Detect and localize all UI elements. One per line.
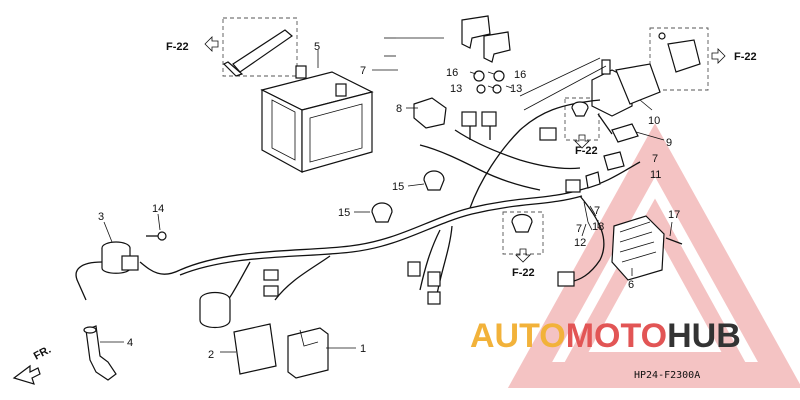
callout-13-right: 13 bbox=[510, 83, 522, 95]
callout-1: 1 bbox=[360, 343, 366, 355]
connector-j bbox=[557, 271, 575, 287]
callout-13-left: 13 bbox=[450, 83, 462, 95]
f22-arrow-right bbox=[711, 48, 726, 64]
nut-16-right bbox=[493, 70, 505, 82]
watermark-auto: AUTO bbox=[470, 317, 566, 355]
relay-bolt bbox=[658, 32, 666, 40]
leader-lines bbox=[100, 37, 673, 353]
watermark-hub: HUB bbox=[667, 317, 741, 355]
connector-b bbox=[481, 111, 497, 127]
spark-plug-cap bbox=[85, 325, 117, 381]
callout-16-left: 16 bbox=[446, 67, 458, 79]
f22-box-right bbox=[649, 27, 709, 91]
callout-3: 3 bbox=[98, 211, 104, 223]
diagram-code: HP24-F2300A bbox=[634, 370, 700, 381]
callout-7-top: 7 bbox=[360, 65, 366, 77]
f22-arrow-left bbox=[204, 36, 219, 52]
starter-relay bbox=[591, 59, 661, 117]
regulator-rectifier bbox=[611, 215, 665, 281]
connector-e bbox=[407, 261, 421, 277]
connector-c bbox=[539, 127, 557, 141]
callout-7-mid: 7 bbox=[594, 205, 600, 217]
battery-holder-bracket bbox=[232, 29, 293, 73]
watermark-text: AUTOMOTOHUB bbox=[470, 317, 741, 355]
clamp-bottom-box bbox=[511, 213, 533, 233]
washer-13-right bbox=[492, 84, 502, 94]
connector-11 bbox=[603, 151, 625, 171]
wire-clamp-8 bbox=[413, 97, 447, 129]
callout-16-right: 16 bbox=[514, 69, 526, 81]
callout-14: 14 bbox=[152, 203, 164, 215]
f22-box-mid bbox=[564, 97, 600, 141]
connector-a bbox=[461, 111, 477, 127]
front-label: FR. bbox=[32, 344, 53, 363]
band-clamp-lower bbox=[371, 202, 393, 223]
battery bbox=[260, 65, 374, 174]
bracket-hook bbox=[222, 61, 244, 77]
cdi-unit bbox=[233, 323, 277, 375]
callout-6: 6 bbox=[628, 279, 634, 291]
band-clamp-upper bbox=[423, 170, 445, 191]
fuse-holder bbox=[611, 123, 639, 143]
connector-g bbox=[427, 291, 441, 305]
callout-17: 17 bbox=[668, 209, 680, 221]
callout-7-low: 7 bbox=[576, 223, 582, 235]
f22-arrow-bottom bbox=[515, 248, 531, 263]
connector-d bbox=[565, 179, 581, 193]
relay-bracket bbox=[667, 39, 701, 73]
cdi-connector-boot bbox=[199, 291, 231, 329]
f22-arrow-mid bbox=[574, 134, 590, 149]
callout-9: 9 bbox=[666, 137, 672, 149]
f22-box-bottom bbox=[502, 211, 544, 255]
connector-h bbox=[263, 269, 279, 281]
callout-8: 8 bbox=[396, 103, 402, 115]
callout-15-upper: 15 bbox=[392, 181, 404, 193]
callout-18: 18 bbox=[592, 221, 604, 233]
washer-13-left bbox=[476, 84, 486, 94]
watermark-moto: MOTO bbox=[566, 317, 667, 355]
ignition-coil bbox=[75, 241, 139, 301]
front-arrow bbox=[12, 364, 41, 385]
connector-f bbox=[427, 271, 441, 287]
terminal-cover-lower bbox=[483, 31, 511, 63]
f22-ref-mid: F-22 bbox=[575, 145, 598, 157]
f22-box-top bbox=[222, 17, 298, 77]
connector-i bbox=[263, 285, 279, 297]
connector-7 bbox=[585, 171, 601, 189]
callout-4: 4 bbox=[127, 337, 133, 349]
callout-7-right: 7 bbox=[652, 153, 658, 165]
watermark-triangle bbox=[507, 123, 800, 388]
f22-ref-top-left: F-22 bbox=[166, 41, 189, 53]
callout-11: 11 bbox=[650, 169, 661, 181]
callout-12: 12 bbox=[574, 237, 586, 249]
terminal-cover-upper bbox=[461, 15, 491, 49]
callout-2: 2 bbox=[208, 349, 214, 361]
clamp-mid-box bbox=[571, 101, 589, 117]
callout-5: 5 bbox=[314, 41, 320, 53]
cdi-rubber-mount bbox=[287, 327, 329, 379]
f22-ref-bottom: F-22 bbox=[512, 267, 535, 279]
bolt-17 bbox=[665, 237, 683, 245]
callout-10: 10 bbox=[648, 115, 660, 127]
callout-15-lower: 15 bbox=[338, 207, 350, 219]
f22-ref-right: F-22 bbox=[734, 51, 757, 63]
nut-16-left bbox=[473, 70, 485, 82]
